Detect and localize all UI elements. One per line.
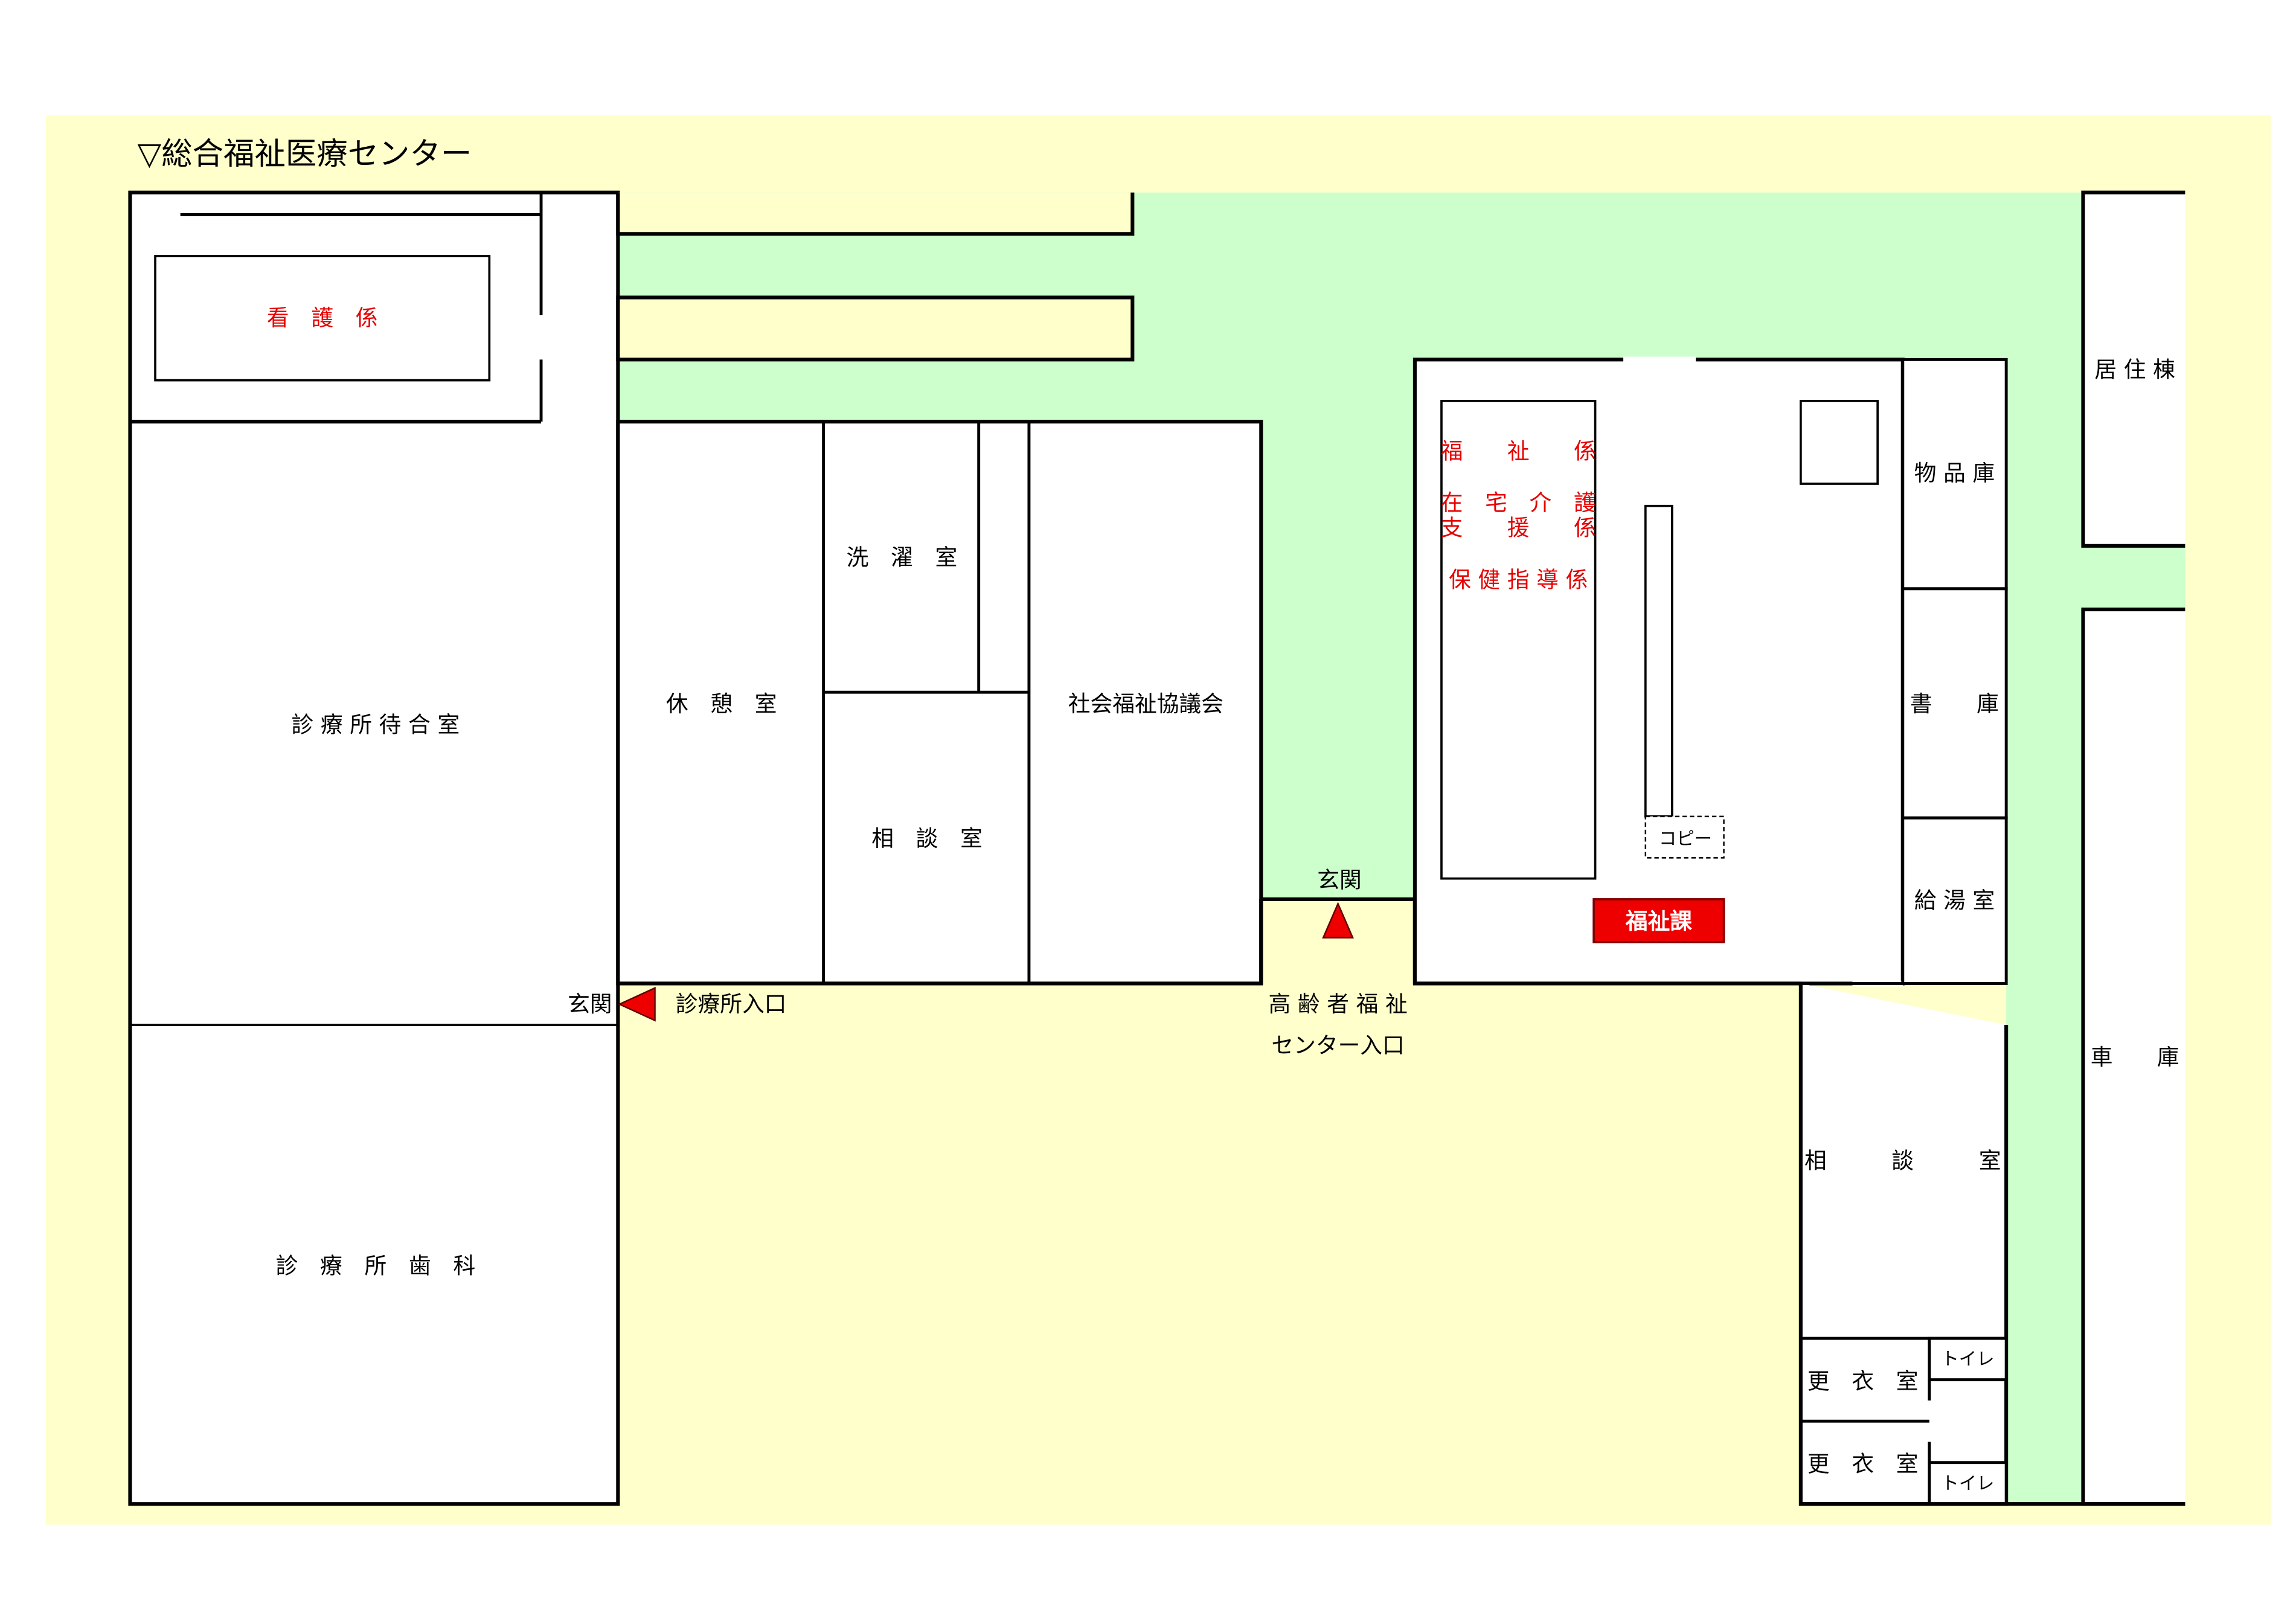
welfare-2a-label: 在 宅 介 護 (1441, 490, 1596, 516)
welfare-3-label: 保 健 指 導 係 (1449, 566, 1588, 592)
welfare-desk (1440, 400, 1597, 880)
clinic-block (128, 190, 620, 1506)
center-entrance-marker (1322, 902, 1354, 939)
laundry-label: 洗 濯 室 (847, 545, 958, 571)
welfare-cabinet (1800, 400, 1879, 485)
far-right-buildings (2081, 190, 2185, 1506)
kitchenette-room (1901, 816, 2008, 985)
residential-label: 居 住 棟 (2094, 357, 2175, 383)
garage-label: 車 庫 (2091, 1044, 2179, 1070)
storage-room (1901, 358, 2008, 591)
consult-small-label: 相 談 室 (871, 826, 983, 852)
map-title: ▽総合福祉医療センター (138, 136, 472, 172)
rest-room-label: 休 憩 室 (666, 691, 777, 717)
consult-large-room (1798, 983, 2009, 1506)
kitchenette-label: 給 湯 室 (1914, 888, 1995, 914)
library-label: 書 庫 (1910, 691, 1999, 717)
middle-block-outline (616, 420, 1263, 986)
nursing-label: 看 護 係 (267, 305, 378, 331)
middle-block (616, 420, 1263, 986)
top-room-2 (616, 295, 1135, 362)
ground-walls (618, 981, 2185, 1506)
clinic-entrance-marker (617, 986, 656, 1022)
clinic-entrance-label: 診療所入口 (676, 991, 787, 1017)
library-room (1901, 587, 2008, 820)
clinic-genkan-label: 玄関 (568, 991, 612, 1017)
clinic-waiting-label: 診 療 所 待 合 室 (291, 711, 460, 737)
toilet-room-2 (1928, 1461, 2008, 1506)
center-entrance-label-1: 高 齢 者 福 祉 (1268, 991, 1407, 1017)
nursing-room (154, 255, 491, 382)
welfare-section-label: 福祉課 (1625, 908, 1692, 934)
top-room-1 (616, 192, 1135, 236)
welfare-1-label: 福 祉 係 (1441, 438, 1596, 464)
toilet-1-label: トイレ (1941, 1349, 1994, 1369)
clinic-wing (128, 190, 620, 1506)
welfare-section-marker (1592, 898, 1725, 943)
copy-machine (1644, 815, 1725, 859)
residential-building (2081, 190, 2185, 548)
toilet-2-label: トイレ (1941, 1473, 1994, 1494)
center-genkan-label: 玄関 (1317, 867, 1361, 893)
locker-2-label: 更 衣 室 (1807, 1451, 1919, 1477)
clinic-dental-label: 診 療 所 歯 科 (276, 1253, 475, 1279)
toilet-room-1 (1928, 1337, 2008, 1382)
consult-large-label-1: 相 (1804, 1148, 1827, 1174)
welfare-2b-label: 支 援 係 (1441, 515, 1596, 541)
copy-label: コピー (1659, 828, 1712, 849)
storage-label: 物 品 庫 (1914, 460, 1995, 486)
center-entrance-label-2: センター入口 (1271, 1033, 1404, 1059)
locker-1-label: 更 衣 室 (1807, 1368, 1919, 1394)
welfare-shelf (1644, 504, 1673, 818)
consult-large-label-3: 室 (1979, 1148, 2001, 1174)
consult-large-label-2: 談 (1891, 1148, 1914, 1174)
welfare-office (1413, 356, 1905, 987)
top-rooms (616, 192, 1135, 362)
council-label: 社会福祉協議会 (1068, 691, 1223, 717)
